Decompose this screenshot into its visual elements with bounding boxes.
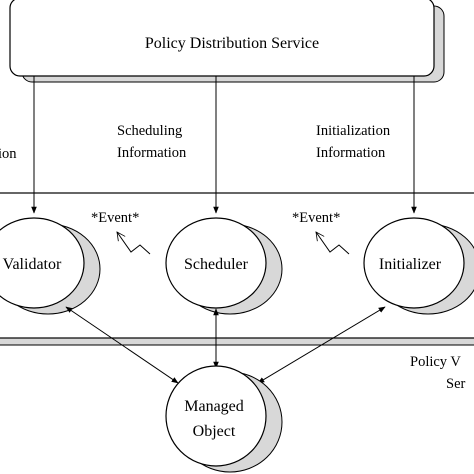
scheduler-node: Scheduler [165, 217, 283, 315]
validator-node: Validator [0, 217, 101, 315]
event-label-1: *Event* [91, 210, 139, 226]
initializer-node: Initializer [363, 217, 474, 315]
event-arrow-2 [316, 232, 350, 255]
initialization-label-line2: Information [316, 145, 386, 161]
event-label-2: *Event* [292, 210, 340, 226]
scheduling-label-line2: Information [117, 145, 187, 161]
event-arrow-1 [117, 232, 151, 255]
scheduling-label-line1: Scheduling [117, 123, 182, 139]
side-label-line2: Ser [446, 376, 466, 392]
managed-object-node: Managed Object [165, 365, 283, 473]
managed-object-label-line2: Object [193, 423, 236, 440]
validator-label: Validator [3, 256, 62, 273]
side-label-line1: Policy V [410, 354, 461, 370]
edge-label-left-partial: ion [0, 146, 17, 162]
scheduler-label: Scheduler [184, 256, 249, 273]
policy-distribution-service-box: Policy Distribution Service [9, 0, 445, 83]
managed-object-label-line1: Managed [184, 398, 244, 415]
arrow-validator-managed [65, 306, 179, 384]
initializer-label: Initializer [379, 256, 442, 273]
service-title: Policy Distribution Service [145, 35, 319, 52]
initialization-label-line1: Initialization [316, 123, 391, 139]
arrow-initializer-managed [257, 306, 386, 384]
